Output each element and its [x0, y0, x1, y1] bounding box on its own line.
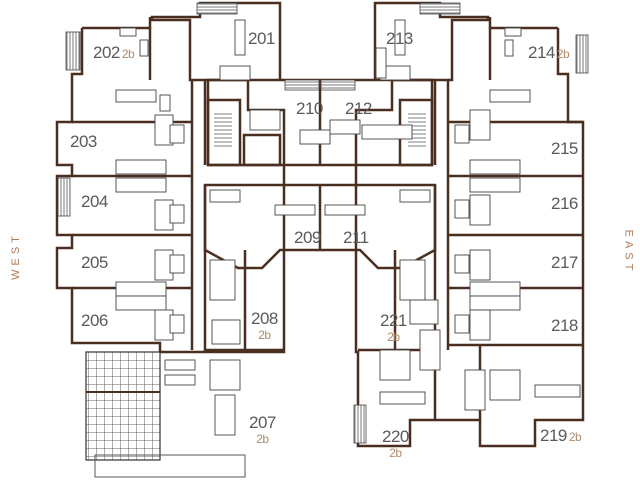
- stair-west: [214, 112, 232, 147]
- unit-218-label: 218: [551, 316, 578, 335]
- unit-217-label: 217: [551, 253, 578, 272]
- unit-206-label: 206: [81, 311, 108, 330]
- unit-209-label: 209: [294, 228, 321, 247]
- balconies: [57, 2, 589, 444]
- unit-216-label: 216: [551, 194, 578, 213]
- east-orientation-label: EAST: [622, 229, 635, 275]
- stair-east: [408, 112, 426, 147]
- unit-212-label: 212: [345, 99, 372, 118]
- fixtures: [115, 19, 581, 436]
- unit-213-label: 213: [386, 29, 413, 48]
- unit-203-label: 203: [70, 132, 97, 151]
- unit-201-label: 201: [248, 29, 275, 48]
- unit-210-label: 210: [296, 99, 323, 118]
- unit-215-label: 215: [551, 139, 578, 158]
- unit-205-label: 205: [81, 253, 108, 272]
- unit-211-label: 211: [343, 228, 369, 247]
- unit-204-label: 204: [81, 192, 108, 211]
- west-orientation-label: WEST: [9, 232, 22, 280]
- terrace: [85, 351, 246, 478]
